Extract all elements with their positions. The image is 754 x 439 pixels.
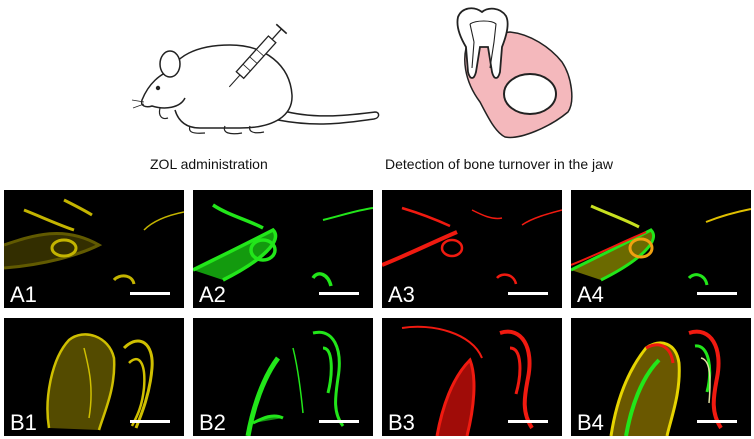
panel-a1: A1 — [4, 190, 184, 308]
caption-bone-turnover: Detection of bone turnover in the jaw — [385, 156, 614, 172]
panel-b2: B2 — [193, 318, 373, 436]
scale-bar — [697, 292, 737, 295]
panel-label: A1 — [10, 282, 37, 307]
panel-b3: B3 — [382, 318, 562, 436]
mouse-syringe-illustration — [131, 23, 380, 135]
panel-label: B2 — [199, 410, 226, 435]
scale-bar — [508, 420, 548, 423]
tooth-jaw-illustration — [456, 7, 573, 139]
panel-label: A2 — [199, 282, 226, 307]
panel-label: B4 — [577, 410, 604, 435]
scale-bar — [319, 292, 359, 295]
panel-b1: B1 — [4, 318, 184, 436]
panel-label: A3 — [388, 282, 415, 307]
panel-a2: A2 — [193, 190, 373, 308]
scale-bar — [130, 420, 170, 423]
scale-bar — [508, 292, 548, 295]
panel-b4: B4 — [571, 318, 751, 436]
panel-a4: A4 — [571, 190, 751, 308]
panel-label: B1 — [10, 410, 37, 435]
panel-label: B3 — [388, 410, 415, 435]
panel-a3: A3 — [382, 190, 562, 308]
scale-bar — [130, 292, 170, 295]
panel-label: A4 — [577, 282, 604, 307]
caption-zol-administration: ZOL administration — [150, 156, 268, 172]
scale-bar — [697, 420, 737, 423]
scale-bar — [319, 420, 359, 423]
